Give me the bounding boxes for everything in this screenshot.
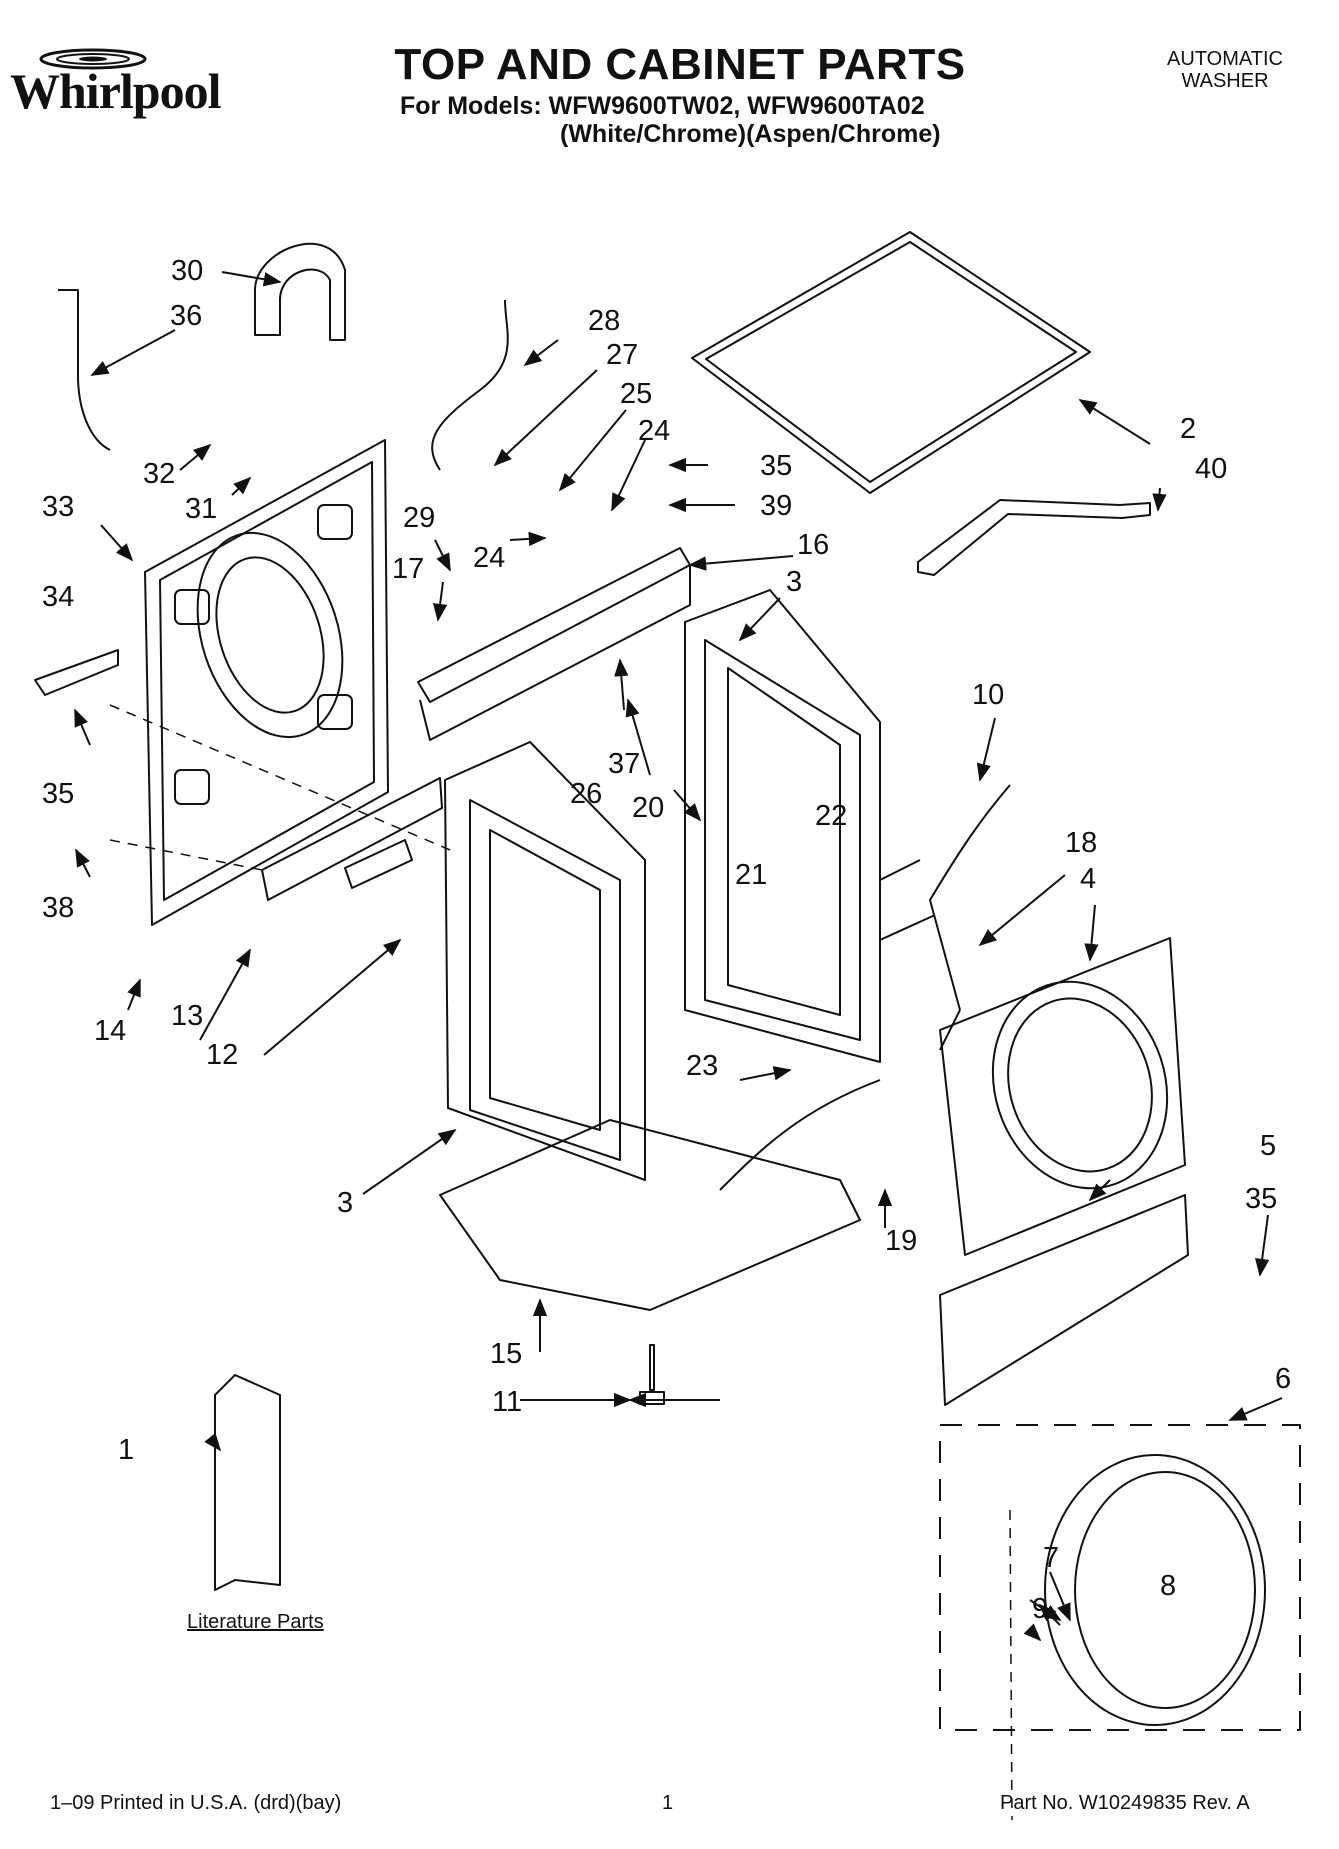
appliance-type-line-2: WASHER [1181, 70, 1269, 92]
appliance-type: AUTOMATIC WASHER [1150, 48, 1300, 92]
leader-arrows [74, 271, 1283, 1642]
part-front-panel [939, 937, 1186, 1256]
callout-35c: 35 [1245, 1183, 1277, 1215]
callout-34: 34 [42, 581, 74, 613]
callout-26: 26 [570, 778, 602, 810]
part-hose-clip [254, 242, 346, 341]
callout-11: 11 [492, 1386, 522, 1418]
part-drain-hose [58, 289, 111, 451]
callout-8: 8 [1160, 1570, 1176, 1602]
logo-wordmark: Whirlpool [10, 63, 221, 119]
callout-33: 33 [42, 491, 74, 523]
footer-page-number: 1 [662, 1792, 674, 1814]
page-title: TOP AND CABINET PARTS [394, 40, 966, 89]
colors-line: (White/Chrome)(Aspen/Chrome) [560, 120, 941, 148]
callout-6: 6 [1275, 1363, 1291, 1395]
callout-32: 32 [143, 458, 175, 490]
part-strap [34, 649, 119, 696]
callout-28: 28 [588, 305, 620, 337]
callout-29: 29 [403, 502, 435, 534]
part-literature [214, 1374, 281, 1591]
callout-1: 1 [118, 1434, 134, 1466]
callout-24b: 24 [473, 542, 505, 574]
callout-labels: 1 2 3 3 4 5 6 7 8 9 10 11 12 13 14 15 16… [42, 255, 1291, 1625]
part-rear-panel [144, 439, 389, 926]
logo-swirl-icon [39, 48, 147, 70]
callout-17: 17 [392, 553, 424, 585]
callout-38: 38 [42, 892, 74, 924]
callout-2: 2 [1180, 413, 1196, 445]
callout-22: 22 [815, 800, 847, 832]
callout-20: 20 [632, 792, 664, 824]
callout-7: 7 [1043, 1542, 1059, 1574]
callout-37: 37 [608, 748, 640, 780]
callout-30: 30 [171, 255, 203, 287]
part-bracket-40 [917, 499, 1151, 576]
callout-19: 19 [885, 1225, 917, 1257]
part-console-rail [417, 547, 691, 741]
part-side-panel-right [684, 589, 881, 1063]
models-line: For Models: WFW9600TW02, WFW9600TA02 [400, 92, 925, 120]
callout-23: 23 [686, 1050, 718, 1082]
part-toe-panel [939, 1194, 1189, 1406]
callout-36: 36 [170, 300, 202, 332]
callout-16: 16 [797, 529, 829, 561]
callout-21: 21 [735, 859, 767, 891]
callout-4: 4 [1080, 863, 1096, 895]
part-power-cord [431, 299, 509, 471]
callout-25: 25 [620, 378, 652, 410]
appliance-type-line-1: AUTOMATIC [1167, 48, 1283, 70]
callout-13: 13 [171, 1000, 203, 1032]
callout-24a: 24 [638, 415, 670, 447]
part-cabinet-strip [261, 777, 443, 901]
footer-print-info: 1–09 Printed in U.S.A. (drd)(bay) [50, 1792, 342, 1814]
callout-3b: 3 [337, 1187, 353, 1219]
footer-part-number: Part No. W10249835 Rev. A [1000, 1792, 1250, 1814]
callout-40: 40 [1195, 453, 1227, 485]
callout-35b: 35 [42, 778, 74, 810]
callout-9: 9 [1032, 1593, 1048, 1625]
callout-18: 18 [1065, 827, 1097, 859]
callout-39: 39 [760, 490, 792, 522]
callout-15: 15 [490, 1338, 522, 1370]
callout-27: 27 [606, 339, 638, 371]
callout-14: 14 [94, 1015, 126, 1047]
part-base-shield [439, 1119, 861, 1311]
part-ring [1044, 1454, 1266, 1726]
part-kit-outline [939, 1424, 1301, 1731]
callout-35a: 35 [760, 450, 792, 482]
callout-10: 10 [972, 679, 1004, 711]
part-wire-harness [719, 784, 1011, 1191]
callout-31: 31 [185, 493, 217, 525]
callout-5: 5 [1260, 1130, 1276, 1162]
literature-parts-label: Literature Parts [187, 1611, 324, 1633]
part-side-panel-left [444, 741, 646, 1181]
part-bracket-12 [344, 839, 413, 889]
part-top-cover [691, 231, 1091, 494]
callout-3a: 3 [786, 566, 802, 598]
brand-logo: Whirlpool [10, 48, 262, 119]
callout-12: 12 [206, 1039, 238, 1071]
part-leveling-leg [639, 1344, 665, 1405]
